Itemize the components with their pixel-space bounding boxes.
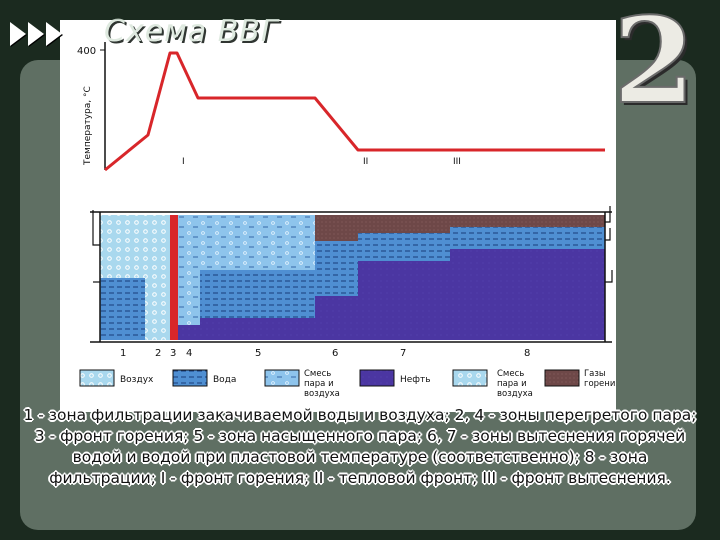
- nav-arrows: [10, 22, 62, 46]
- zone-label: 4: [186, 348, 192, 359]
- zone-2-steam-air: [145, 215, 170, 340]
- zone-label: 5: [255, 348, 261, 359]
- production-arrow-oil: [605, 270, 613, 283]
- legend-label-mix-line2: пара и: [497, 379, 527, 389]
- reservoir-section: 1 2 3 4 5 6 7 8: [90, 206, 613, 359]
- zone-7-oil: [358, 261, 450, 340]
- legend-label-gas-line2: горения: [584, 379, 616, 389]
- legend-label-water: Вода: [213, 375, 236, 385]
- legend-swatch-combustion-gas: [544, 369, 580, 387]
- zone-8-water: [450, 227, 605, 249]
- figure-panel: 400 Температура, °С I II III: [60, 20, 621, 412]
- zone-7-gas: [358, 215, 450, 233]
- temperature-chart: 400 Температура, °С I II III: [77, 42, 605, 172]
- zone-6-hot-water: [315, 241, 358, 296]
- production-arrow-gas: [605, 206, 611, 223]
- zone-1-water: [100, 278, 145, 340]
- zone-1-air: [100, 215, 145, 278]
- zone-6-oil: [315, 296, 358, 340]
- zone-5-saturated-steam: [200, 215, 315, 270]
- slide-title: Схема ВВГ: [104, 14, 279, 49]
- temperature-axis-label: Температура, °С: [83, 86, 93, 166]
- legend-swatch-oil: [359, 369, 395, 387]
- zone-4-oil: [178, 325, 200, 340]
- legend-label-steam-air-line3: воздуха: [304, 389, 340, 399]
- front-label-i: I: [182, 157, 185, 167]
- production-arrow-water: [605, 228, 611, 241]
- injection-arrow-air: [92, 210, 100, 246]
- zone-label: 1: [120, 348, 126, 359]
- svg-text:Смесь пара и возду: Смесь пара и воздуха: [497, 369, 533, 399]
- legend-label-mix-line3: воздуха: [497, 389, 533, 399]
- zone-3-combustion-front: [170, 215, 178, 340]
- legend-label-gas-line1: Газы: [584, 369, 606, 379]
- legend-label-air: Воздух: [120, 375, 154, 385]
- play-arrow-icon: [10, 22, 26, 46]
- vvg-scheme-figure: 400 Температура, °С I II III: [77, 42, 621, 399]
- legend-swatch-air: [79, 369, 115, 387]
- legend: Воздух Вода Смесь пара и воздуха Нефть С…: [79, 369, 621, 399]
- play-arrow-icon: [28, 22, 44, 46]
- legend-swatch-water: [172, 369, 208, 387]
- zone-label: 7: [400, 348, 406, 359]
- zone-label: 6: [332, 348, 338, 359]
- legend-swatch-steam-air: [264, 369, 300, 387]
- zone-8-gas: [450, 215, 605, 227]
- zone-label: 3: [170, 348, 176, 359]
- zone-8-oil: [450, 249, 605, 340]
- play-arrow-icon: [46, 22, 62, 46]
- zone-label: 2: [155, 348, 161, 359]
- figure-caption: 1 - зона фильтрации закачиваемой воды и …: [23, 406, 697, 487]
- front-label-ii: II: [363, 157, 368, 167]
- front-label-iii: III: [453, 157, 461, 167]
- temperature-profile-line: [104, 51, 605, 172]
- zone-6-gas: [315, 215, 358, 241]
- legend-label-oil: Нефть: [400, 375, 431, 385]
- zone-label: 8: [524, 348, 530, 359]
- y-tick-label: 400: [77, 46, 96, 57]
- zone-5-water: [200, 270, 315, 318]
- legend-label-steam-air-line2: пара и: [304, 379, 334, 389]
- svg-text:Газы горения: Газы горения: [584, 369, 616, 389]
- zone-7-water: [358, 233, 450, 261]
- legend-swatch-steam-air-gas: [452, 369, 488, 387]
- zone-4-steam-gas: [178, 215, 200, 325]
- legend-label-mix-line1: Смесь: [497, 369, 524, 379]
- legend-label-steam-air-line1: Смесь: [304, 369, 331, 379]
- slide-number: 2: [612, 0, 696, 130]
- svg-text:Смесь пара и возду: Смесь пара и воздуха: [304, 369, 340, 399]
- zone-5-oil: [200, 318, 315, 340]
